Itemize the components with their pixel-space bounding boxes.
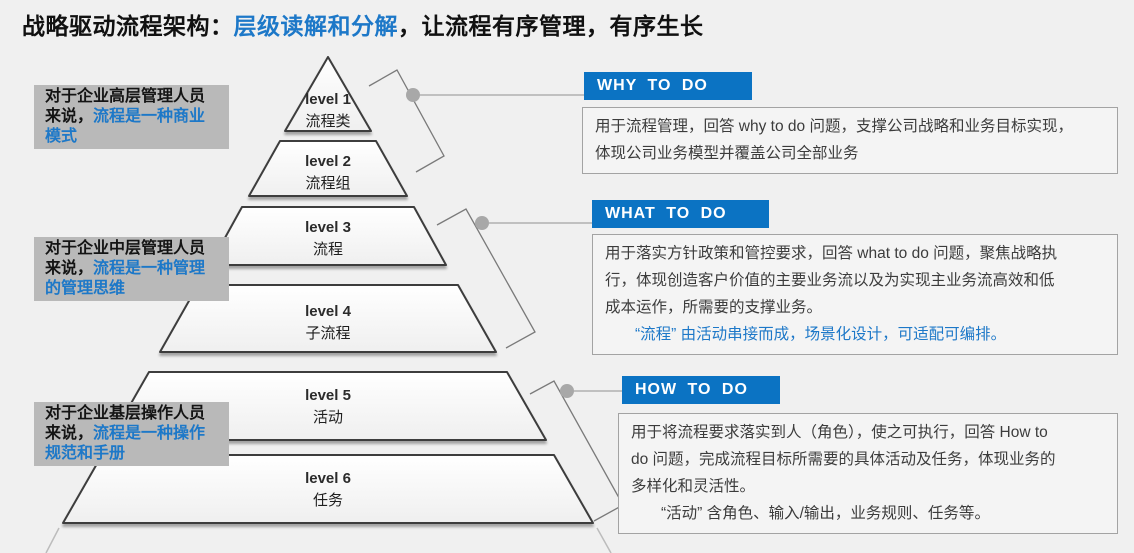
- pyramid-cutoff-right-edge: [596, 527, 612, 553]
- pyramid-level-2: [248, 140, 408, 197]
- annotation-highlight: 流程是一种商业模式: [45, 108, 206, 145]
- what-note-text: “流程” 由活动串接而成，场景化设计，可适配可编排。: [635, 326, 1007, 343]
- level-4-cn-label: 子流程: [305, 325, 350, 342]
- annotation-prefix: 对于企业高层管理人员来说，: [45, 88, 206, 125]
- annotation-middle-management: 对于企业中层管理人员来说，流程是一种管理的管理思维: [34, 237, 229, 301]
- level-1-cn-label: 流程类: [305, 113, 350, 130]
- section-body-why-to-do: 用于流程管理，回答 why to do 问题，支撑公司战略和业务目标实现， 体现…: [582, 107, 1118, 174]
- pyramid-level-4: [159, 284, 497, 353]
- title-prefix: 战略驱动流程架构：: [22, 13, 234, 39]
- level-6-label: level 6: [305, 470, 351, 487]
- annotation-operators: 对于企业基层操作人员来说，流程是一种操作规范和手册: [34, 402, 229, 466]
- annotation-top-management: 对于企业高层管理人员来说，流程是一种商业模式: [34, 85, 229, 149]
- pyramid-level-6: [62, 454, 594, 524]
- pyramid-level-1: [284, 56, 372, 132]
- level-3-label: level 3: [305, 219, 351, 236]
- pyramid-diagram: level 1 流程类 level 2 流程组 level 3 流程 level…: [45, 56, 624, 553]
- what-body-text: 用于落实方针政策和管控要求，回答 what to do 问题，聚焦战略执 行，体…: [605, 245, 1058, 316]
- bracket-levels-5-6: [529, 380, 624, 522]
- connector-dot-how: [560, 384, 574, 398]
- annotation-highlight: 流程是一种操作规范和手册: [45, 425, 206, 462]
- how-note-text: “活动” 含角色、输入/输出，业务规则、任务等。: [661, 505, 990, 522]
- level-4-label: level 4: [305, 303, 352, 320]
- level-5-cn-label: 活动: [313, 409, 343, 426]
- section-header-what-to-do: WHAT TO DO: [592, 200, 769, 228]
- pyramid-cutoff-left-edge: [45, 527, 60, 553]
- connector-dot-what: [475, 216, 489, 230]
- page-title: 战略驱动流程架构：层级读解和分解，让流程有序管理，有序生长: [22, 7, 704, 41]
- level-2-cn-label: 流程组: [305, 175, 350, 192]
- title-highlight: 层级读解和分解: [233, 13, 398, 39]
- section-body-what-to-do: 用于落实方针政策和管控要求，回答 what to do 问题，聚焦战略执 行，体…: [592, 234, 1118, 355]
- title-suffix: ，让流程有序管理，有序生长: [398, 13, 704, 39]
- annotation-highlight: 流程是一种管理的管理思维: [45, 260, 206, 297]
- why-body-text: 用于流程管理，回答 why to do 问题，支撑公司战略和业务目标实现， 体现…: [595, 118, 1073, 162]
- section-header-how-to-do: HOW TO DO: [622, 376, 780, 404]
- section-header-why-to-do: WHY TO DO: [584, 72, 752, 100]
- annotation-prefix: 对于企业基层操作人员来说，: [45, 405, 206, 442]
- bracket-levels-3-4: [436, 208, 536, 349]
- bracket-levels-1-2: [368, 69, 445, 173]
- level-3-cn-label: 流程: [313, 241, 343, 258]
- level-5-label: level 5: [305, 387, 351, 404]
- level-2-label: level 2: [305, 153, 351, 170]
- how-body-text: 用于将流程要求落实到人（角色），使之可执行，回答 How to do 问题，完成…: [631, 424, 1056, 495]
- level-1-label: level 1: [305, 91, 351, 108]
- section-body-how-to-do: 用于将流程要求落实到人（角色），使之可执行，回答 How to do 问题，完成…: [618, 413, 1118, 534]
- level-6-cn-label: 任务: [313, 492, 343, 509]
- connector-dot-why: [406, 88, 420, 102]
- annotation-prefix: 对于企业中层管理人员来说，: [45, 240, 206, 277]
